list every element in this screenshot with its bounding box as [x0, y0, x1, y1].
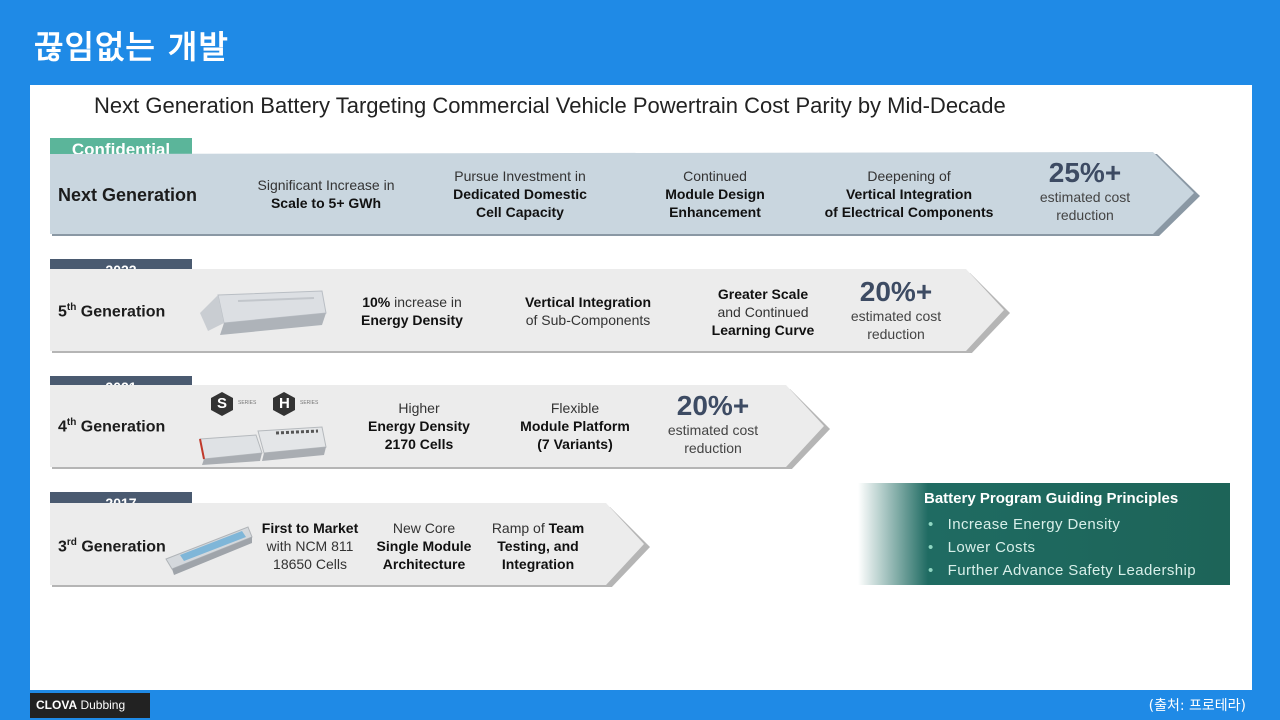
h-series-hexagon-icon	[273, 392, 295, 416]
s-series-hexagon-icon	[211, 392, 233, 416]
gen4-item-module-platform: Flexible Module Platform (7 Variants)	[520, 400, 630, 452]
guiding-principles-box: Battery Program Guiding Principles •Incr…	[858, 483, 1230, 585]
gen3-label: 3rd Generation	[58, 537, 166, 556]
slide-heading: Next Generation Battery Targeting Commer…	[94, 93, 1006, 118]
s-series-letter: S	[217, 395, 228, 412]
gen5-item-greater-scale: Greater Scale and Continued Learning Cur…	[711, 286, 815, 338]
source-note: (출처: 프로테라)	[1148, 698, 1246, 714]
gen4-band: 4th Generation S SERIES H SERIES Higher	[50, 385, 830, 469]
gen5-item-vertical-integration: Vertical Integration of Sub-Components	[524, 294, 652, 328]
next-band-arrow-shape	[50, 152, 1200, 236]
gen5-battery-pack-image	[200, 290, 327, 335]
gen3-battery-module-image	[165, 526, 253, 575]
next-generation-band: Next Generation Significant Increase in …	[50, 152, 1200, 236]
gen5-label: 5th Generation	[58, 302, 166, 321]
list-item: •Lower Costs	[928, 539, 1036, 556]
next-item-investment: Pursue Investment in Dedicated Domestic …	[453, 168, 587, 220]
list-item: •Further Advance Safety Leadership	[928, 562, 1197, 579]
gen4-label: 4th Generation	[58, 417, 166, 436]
next-generation-label: Next Generation	[58, 185, 198, 205]
list-item: •Increase Energy Density	[928, 516, 1121, 533]
next-item-vertical-integration: Deepening of Vertical Integration of Ele…	[824, 168, 994, 220]
gen3-band: 3rd Generation First to Market with NCM …	[50, 503, 650, 587]
slide: Next Generation Battery Targeting Commer…	[30, 85, 1252, 690]
gen3-item-new-core: New Core Single Module Architecture	[376, 520, 472, 572]
s-series-badge: S SERIES	[210, 391, 270, 419]
gen5-band: 5th Generation 10% increase in Energy De…	[50, 269, 1010, 353]
gen4-item-energy-density: Higher Energy Density 2170 Cells	[368, 400, 470, 452]
h-series-text: SERIES	[300, 400, 319, 406]
gen3-item-ramp-of-team: Ramp of Team Testing, and Integration	[491, 520, 585, 572]
h-series-badge: H SERIES	[272, 391, 332, 419]
gen5-item-energy-density: 10% increase in Energy Density	[361, 294, 463, 328]
gen4-battery-modules-image	[199, 426, 327, 465]
h-series-letter: H	[279, 395, 290, 412]
page-title: 끊임없는 개발	[34, 28, 229, 66]
next-item-module-design: Continued Module Design Enhancement	[665, 168, 765, 220]
gen5-cost-reduction: 20%+ estimated cost reduction	[850, 276, 942, 343]
clova-dubbing-logo: CLOVA Dubbing	[30, 693, 150, 718]
gen4-cost-reduction: 20%+ estimated cost reduction	[667, 390, 759, 457]
guiding-principles-title: Battery Program Guiding Principles	[924, 490, 1179, 507]
gen3-item-first-to-market: First to Market with NCM 811 18650 Cells	[261, 520, 359, 572]
s-series-text: SERIES	[238, 400, 257, 406]
guiding-principles-list: •Increase Energy Density •Lower Costs •F…	[928, 513, 1196, 582]
next-item-scale: Significant Increase in Scale to 5+ GWh	[257, 177, 395, 211]
next-cost-reduction: 25%+ estimated cost reduction	[1039, 157, 1131, 224]
